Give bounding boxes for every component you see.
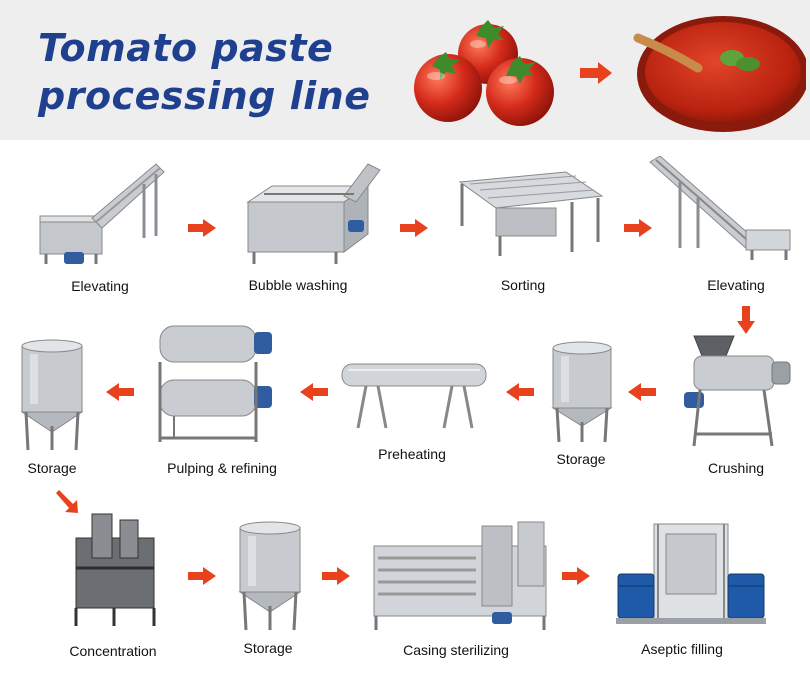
preheater-image [341,363,487,429]
tomato-paste-bowl-image [633,16,806,132]
storage-tank-image [20,339,84,451]
elevator-machine-image [39,163,165,264]
arrow-left-icon [300,383,328,401]
step-label-elevating-2: Elevating [707,277,765,293]
arrow-right-icon [188,219,216,237]
step-label-preheating: Preheating [378,446,446,462]
storage-tank-image [551,341,613,443]
step-label-casing-sterilizing: Casing sterilizing [403,642,509,658]
arrow-right-icon [580,62,612,84]
step-label-concentration: Concentration [69,643,157,659]
step-label-bubble-washing: Bubble washing [248,277,348,293]
bubble-washer-image [246,163,381,264]
step-label-storage-3: Storage [243,640,293,656]
step-label-crushing: Crushing [707,460,765,476]
concentration-evaporator-image [74,513,156,626]
title-line-2: processing line [38,74,371,118]
storage-tank-image [238,521,302,631]
title-line-1: Tomato paste [38,26,334,70]
crusher-machine-image [684,335,791,447]
arrow-left-icon [506,383,534,401]
arrow-right-icon [322,567,350,585]
step-label-sorting: Sorting [500,277,546,293]
step-label-storage-1: Storage [556,451,606,467]
tube-sterilizer-image [373,521,547,630]
sorting-machine-image [458,171,604,256]
arrow-right-icon [624,219,652,237]
step-label-elevating-1: Elevating [71,278,129,294]
header-banner: Tomato paste processing line [0,0,810,140]
elevator-machine-image [649,156,791,260]
step-label-pulping-refining: Pulping & refining [167,460,277,476]
arrow-down-right-icon [56,490,78,513]
arrow-left-icon [106,383,134,401]
arrow-right-icon [400,219,428,237]
arrow-right-icon [562,567,590,585]
arrow-down-icon [737,306,755,334]
tomatoes-image [414,20,554,126]
step-label-aseptic-filling: Aseptic filling [641,641,723,657]
step-label-storage-2: Storage [27,460,77,476]
pulping-refining-machine-image [158,325,272,442]
arrow-left-icon [628,383,656,401]
aseptic-filler-image [616,523,766,624]
arrow-right-icon [188,567,216,585]
